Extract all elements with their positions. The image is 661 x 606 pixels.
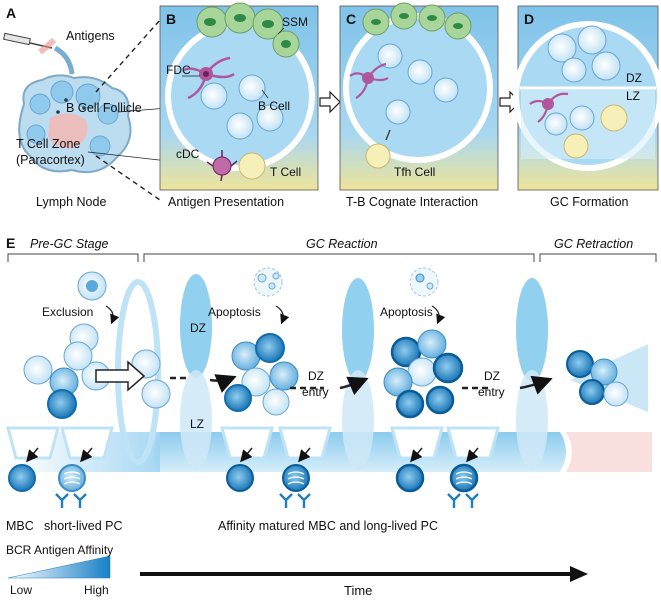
apoptotic-cell-icon (409, 267, 439, 297)
ssm-label: SSM (282, 15, 309, 29)
panel-d-drawing (513, 5, 661, 191)
panel-b-label: B (166, 11, 177, 27)
dz-label-e: DZ (190, 321, 206, 335)
low-label: Low (10, 583, 33, 597)
lz-label-e: LZ (190, 417, 205, 431)
ssm-cells (196, 2, 300, 58)
panel-c-label: C (346, 11, 357, 27)
panel-e-label: E (6, 235, 16, 251)
apoptosis-label-2: Apoptosis (380, 305, 433, 319)
mbc-label: MBC (6, 519, 34, 533)
affinity-matured-label: Affinity matured MBC and long-lived PC (218, 519, 439, 533)
gc-reaction-label: GC Reaction (306, 237, 378, 251)
b-cell-follicle-label: B Cell Follicle (66, 101, 142, 115)
short-lived-pc-label: short-lived PC (44, 519, 123, 533)
apoptosis-label-1: Apoptosis (208, 305, 261, 319)
fdc-label: FDC (166, 63, 191, 77)
apoptotic-cell-icon (253, 267, 283, 297)
fdc-cell (183, 56, 235, 100)
paracortex-label: (Paracortex) (16, 153, 85, 167)
exclusion-label: Exclusion (42, 305, 94, 319)
panel-b-drawing (159, 2, 319, 191)
lz-label: LZ (626, 89, 641, 103)
step-arrow-icon (319, 90, 341, 114)
t-cell-label: T Cell (270, 165, 302, 179)
b-cell-label: B Cell (258, 99, 291, 113)
affinity-gradient-wedge (7, 555, 111, 579)
antigen-presentation-caption: Antigen Presentation (168, 195, 285, 209)
panel-e-drawing (6, 253, 657, 582)
syringe-icon (3, 32, 57, 55)
dz-entry-2-line2: entry (478, 385, 505, 399)
t-cell-zone-label: T Cell Zone (16, 137, 81, 151)
lymph-node-caption: Lymph Node (36, 195, 107, 209)
panel-d-label: D (524, 11, 535, 27)
dz-entry-1-line2: entry (302, 385, 329, 399)
high-label: High (84, 583, 109, 597)
dz-entry-2-line1: DZ (484, 369, 500, 383)
antibody-icon (55, 493, 479, 508)
panel-c-drawing (339, 2, 499, 191)
time-label: Time (344, 583, 373, 598)
lymph-node-drawing (3, 19, 231, 201)
gc-retraction-label: GC Retraction (554, 237, 634, 251)
pre-gc-stage-label: Pre-GC Stage (30, 237, 109, 251)
panel-a-label: A (6, 5, 17, 21)
antigens-label: Antigens (66, 29, 115, 43)
dz-entry-1-line1: DZ (308, 369, 324, 383)
dz-label: DZ (626, 71, 642, 85)
gc-formation-caption: GC Formation (550, 195, 629, 209)
t-b-cognate-caption: T-B Cognate Interaction (346, 195, 479, 209)
tfh-cell-label: Tfh Cell (394, 165, 436, 179)
bcr-affinity-label: BCR Antigen Affinity (6, 543, 114, 557)
cdc-label: cDC (176, 147, 200, 161)
